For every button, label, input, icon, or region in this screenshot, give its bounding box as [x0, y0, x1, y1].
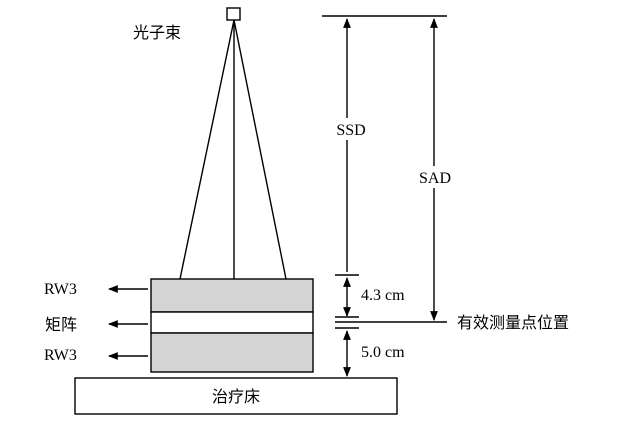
- rw3-bottom-label: RW3: [44, 347, 77, 364]
- rw3-slab-top: [150, 278, 314, 313]
- photon-beam-label: 光子束: [133, 23, 181, 42]
- beam-left-edge: [179, 19, 235, 280]
- rw3-slab-bottom: [150, 332, 314, 373]
- ssd-label: SSD: [336, 122, 365, 139]
- sad-label: SAD: [419, 170, 451, 187]
- treatment-couch: [74, 377, 398, 415]
- couch-label: 治疗床: [212, 387, 260, 406]
- matrix-slab: [150, 311, 314, 334]
- source-box: [226, 7, 241, 21]
- ssd-label-bg: [330, 118, 372, 140]
- depth-top-label: 4.3 cm: [361, 287, 405, 304]
- depth-bottom-label: 5.0 cm: [361, 344, 405, 361]
- rw3-top-label: RW3: [44, 281, 77, 298]
- sad-label-bg: [414, 166, 456, 188]
- beam-lines: [179, 19, 287, 280]
- effective-point-label: 有效测量点位置: [457, 313, 569, 332]
- matrix-label: 矩阵: [45, 315, 77, 334]
- beam-right-edge: [233, 19, 287, 280]
